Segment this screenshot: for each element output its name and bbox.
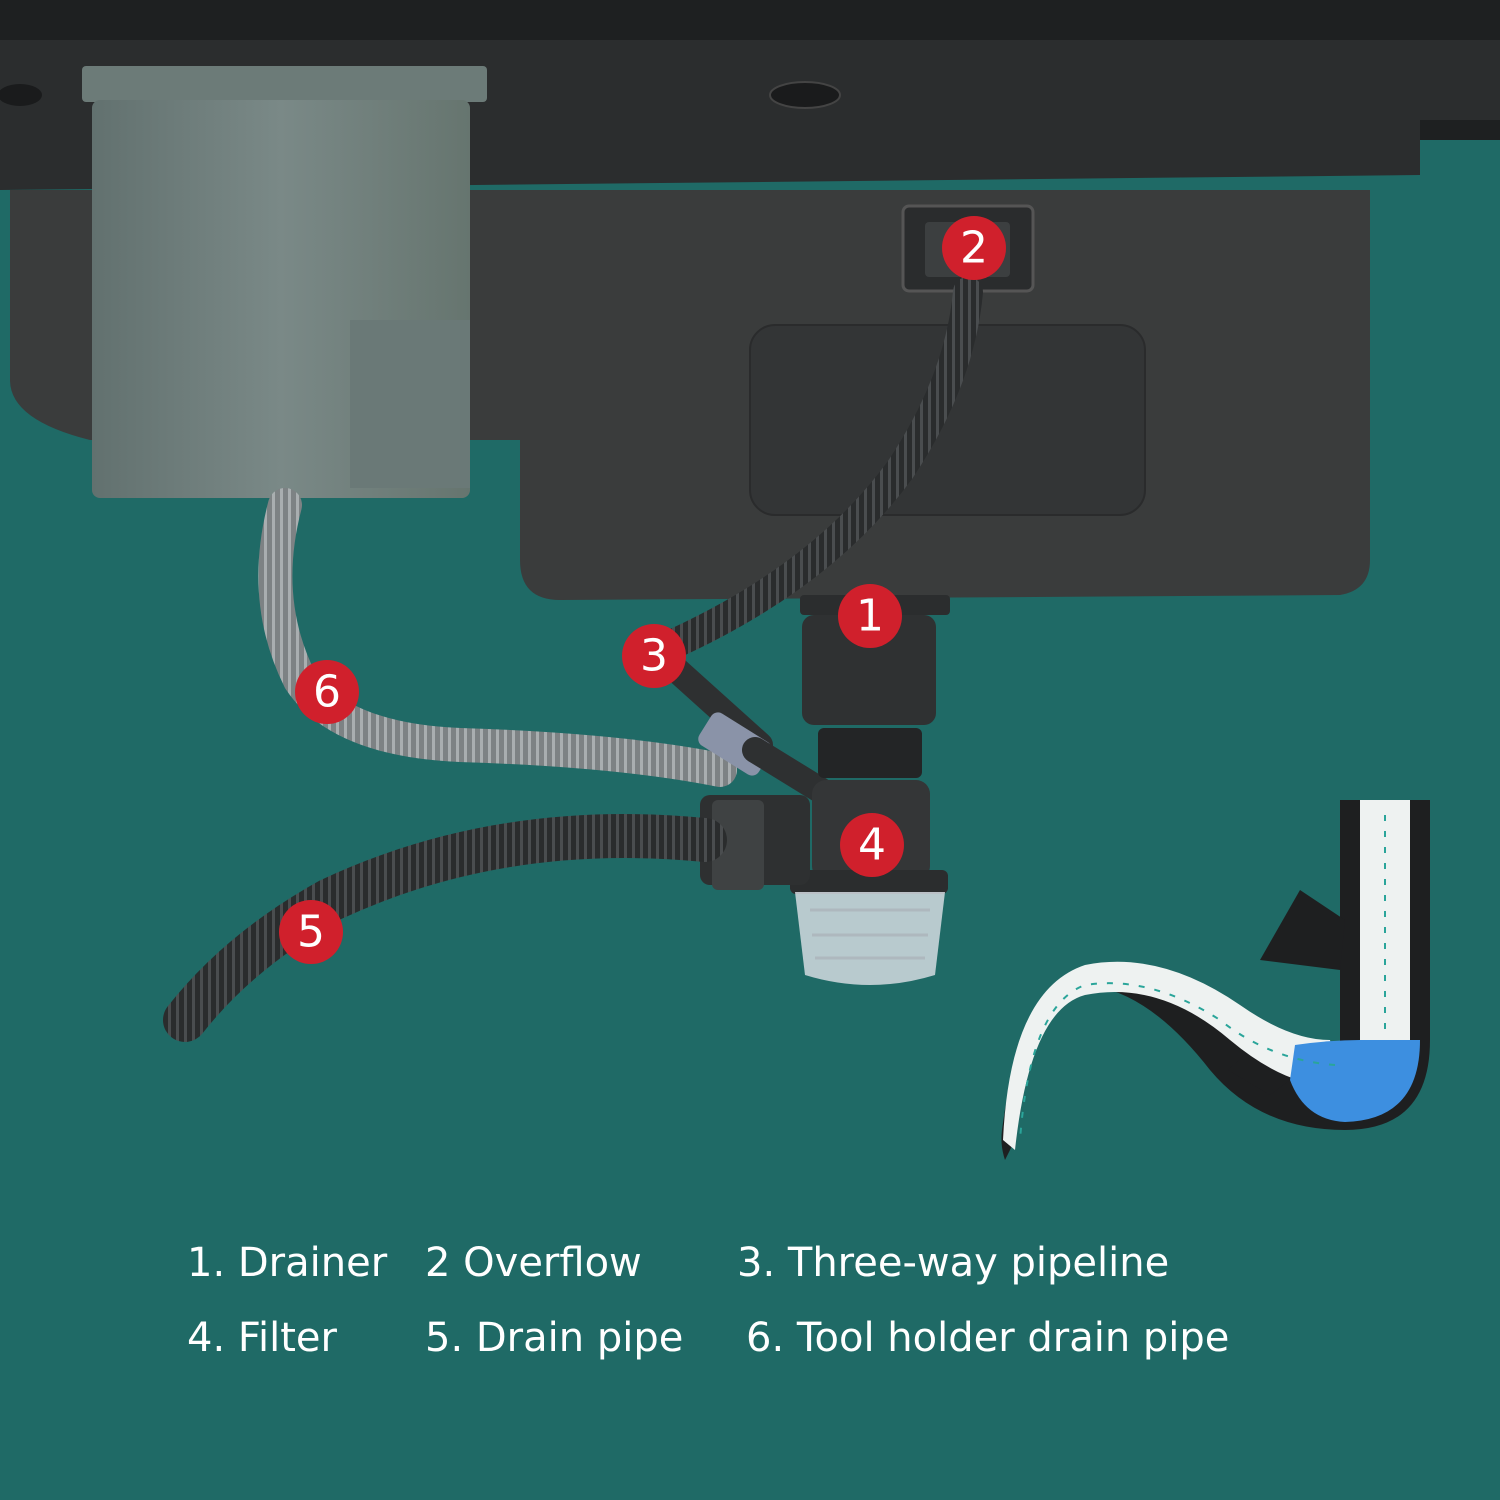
filter-cup [795,892,945,985]
drain-pipe [163,795,810,1042]
trap-cross-section [1001,800,1430,1160]
drainer-assembly [790,595,950,894]
overflow-hose [645,277,983,665]
tool-holder-box [82,66,487,498]
tool-holder-drain-pipe [258,488,737,787]
